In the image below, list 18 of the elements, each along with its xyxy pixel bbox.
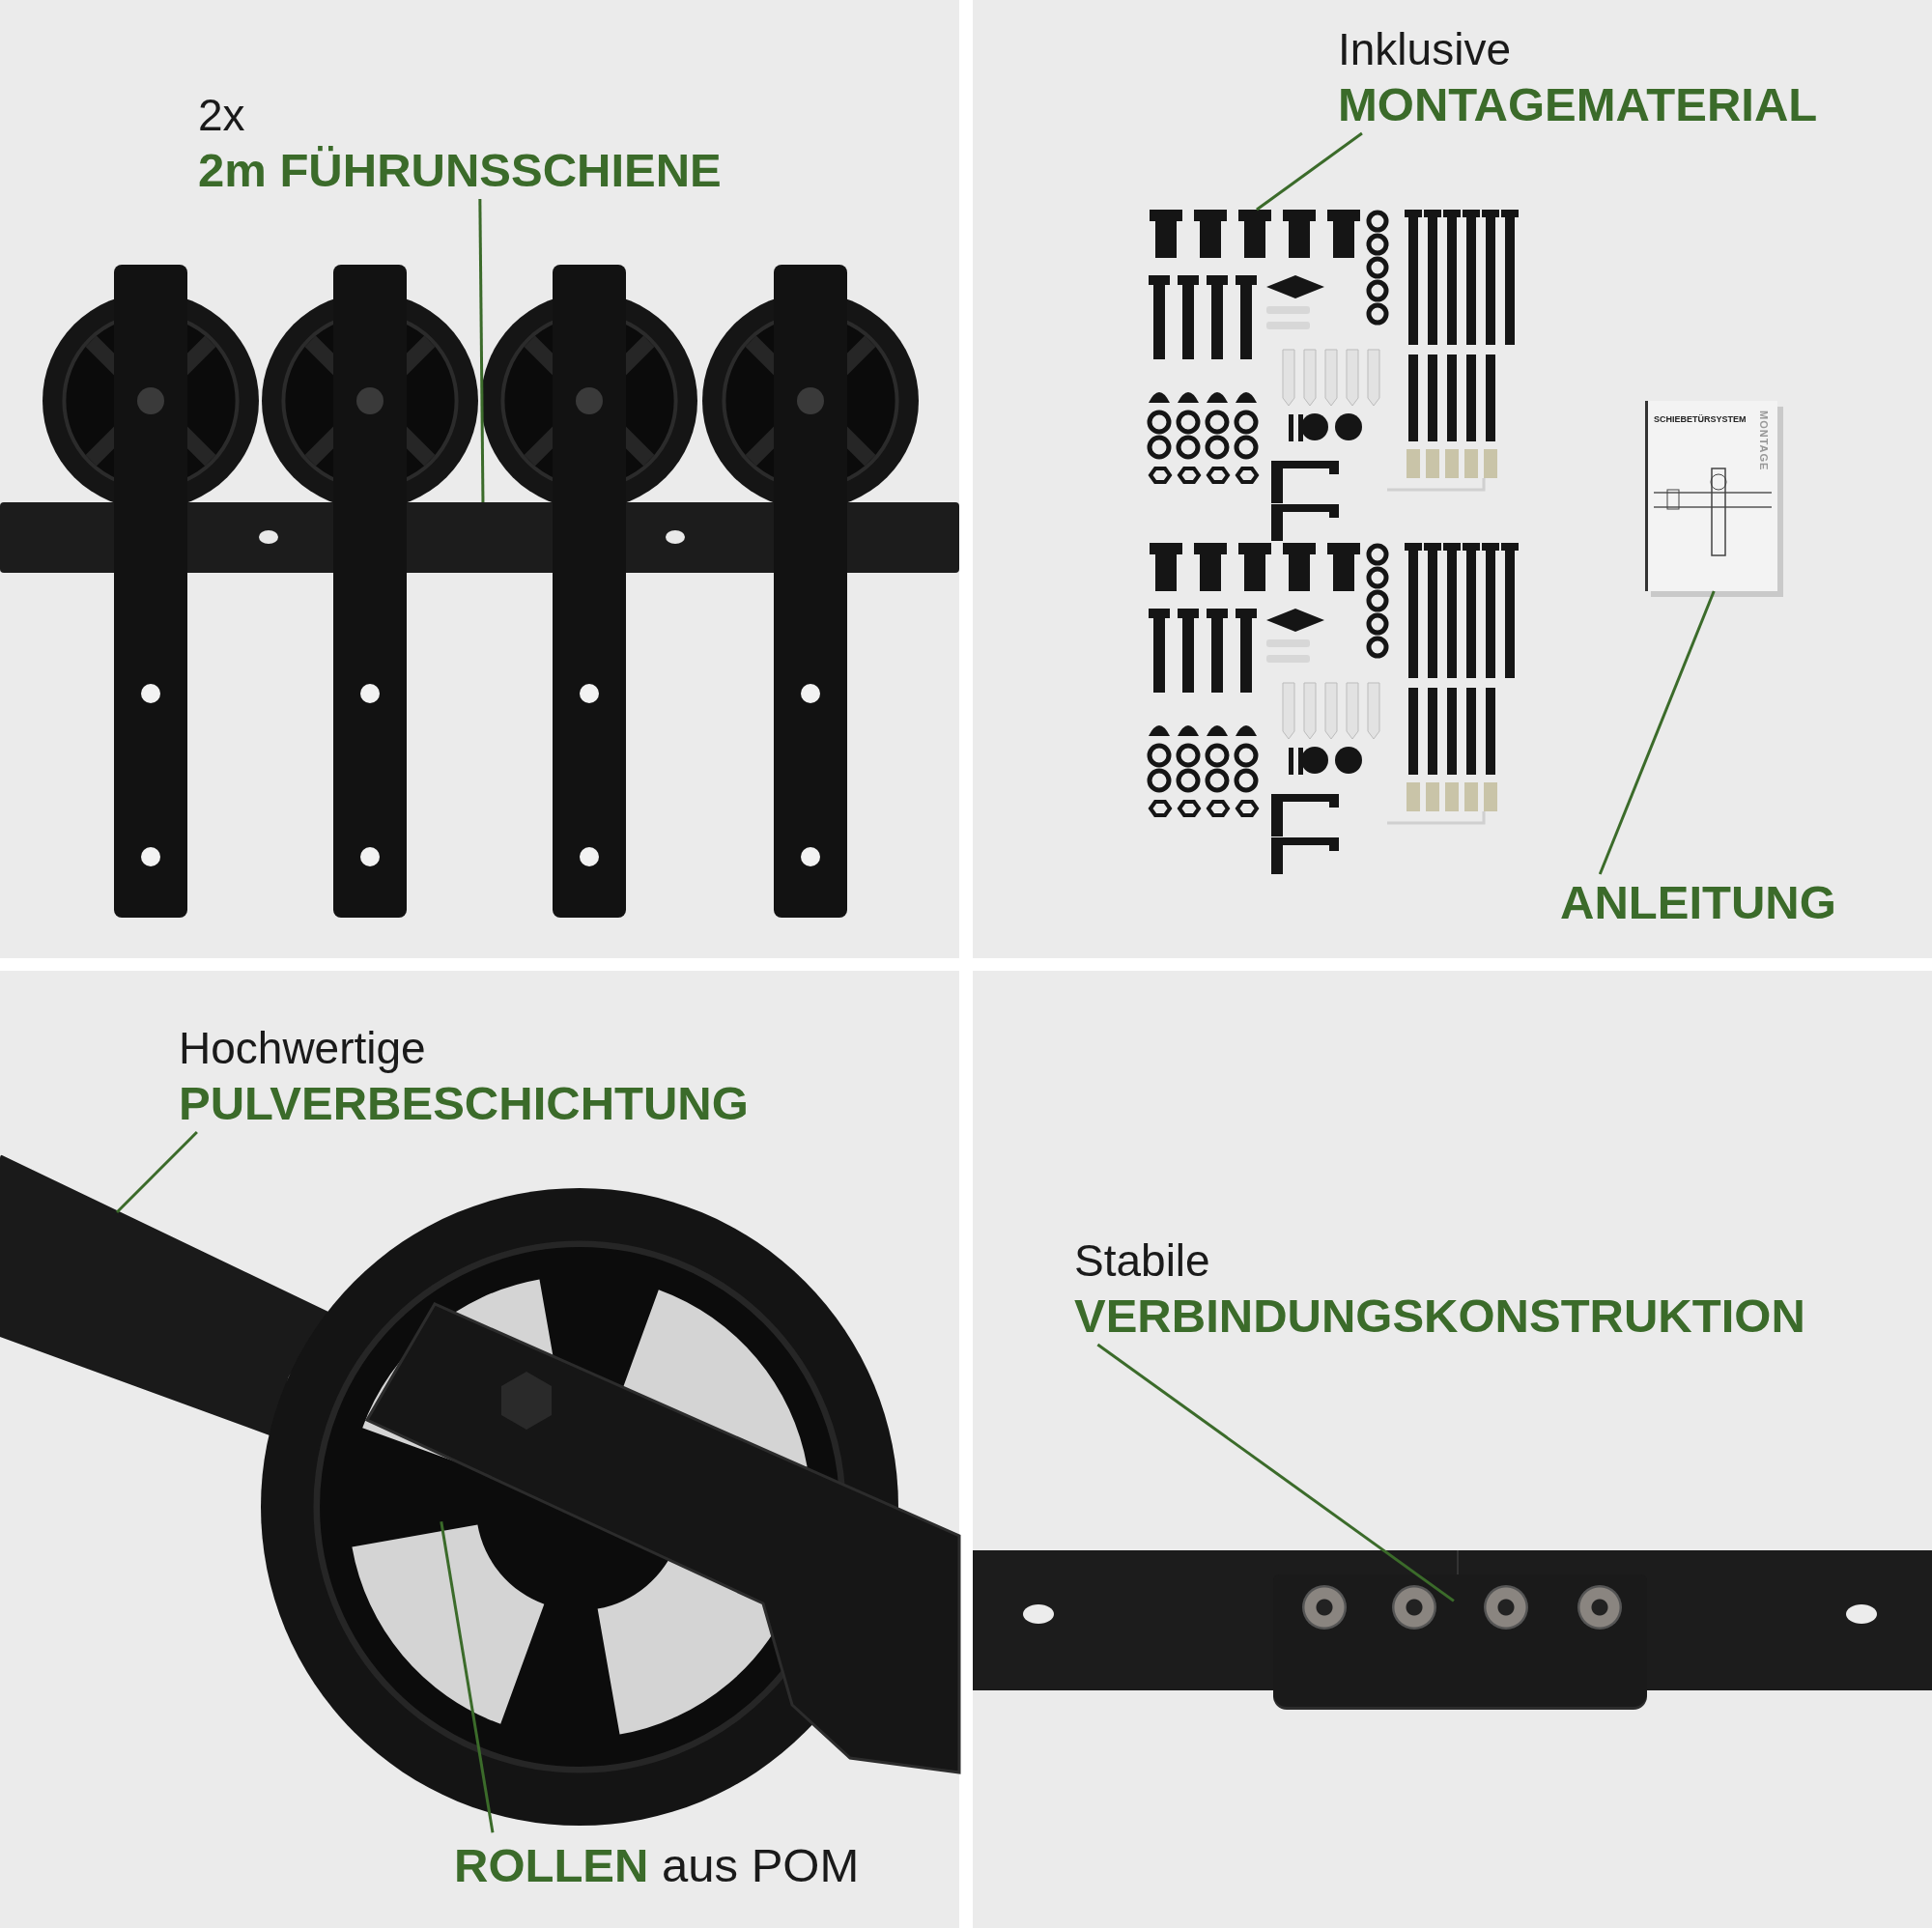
callout-text: Inklusive <box>1338 23 1512 76</box>
callout-heading: MONTAGEMATERIAL <box>1338 77 1819 133</box>
callout-heading: ROLLEN aus POM <box>454 1838 861 1893</box>
leader-line <box>1598 590 1716 875</box>
callout-text: Stabile <box>1074 1234 1211 1288</box>
callout-heading: VERBINDUNGSKONSTRUKTION <box>1074 1289 1806 1345</box>
callout-text: Hochwertige <box>179 1022 427 1075</box>
leader-line <box>1096 1343 1455 1602</box>
callout-text: 2x <box>198 89 246 142</box>
callout-heading: PULVERBESCHICHTUNG <box>179 1076 750 1132</box>
leader-line <box>478 198 485 502</box>
leader-line <box>1256 131 1363 212</box>
booklet-title: MONTAGE <box>1758 411 1770 471</box>
coated-strap <box>0 1154 328 1435</box>
callout-heading: 2m FÜHRUNSSCHIENE <box>198 143 723 199</box>
callout-heading: ANLEITUNG <box>1560 875 1837 930</box>
leader-line <box>115 1130 198 1213</box>
booklet-subtitle: SCHIEBETÜRSYSTEM <box>1654 414 1747 424</box>
